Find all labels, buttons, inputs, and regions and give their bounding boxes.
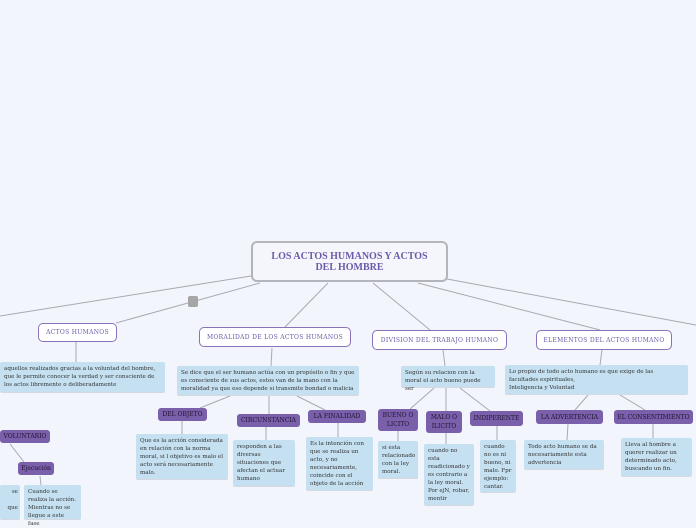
- topic-circunstancia[interactable]: CIRCUNSTANCIA: [237, 414, 300, 427]
- la-finalidad-desc[interactable]: Es la intención con que se realiza un ac…: [306, 437, 373, 491]
- topic-division[interactable]: DIVISION DEL TRABAJO HUMANO: [372, 330, 507, 350]
- malo-desc[interactable]: cuando no esta readicionado y es contrar…: [424, 444, 474, 506]
- drag-handle[interactable]: [188, 296, 198, 307]
- ejecucion-desc[interactable]: Cuando se realiza la acción. Mientras no…: [24, 485, 81, 527]
- topic-actos-humanos[interactable]: ACTOS HUMANOS: [38, 323, 117, 342]
- topic-el-consentimiento[interactable]: EL CONSENTIMIENTO: [614, 410, 693, 424]
- circunstancia-desc[interactable]: responden a las diversas situaciones que…: [233, 440, 295, 487]
- partial-desc[interactable]: se que: [0, 485, 20, 520]
- topic-indiferente[interactable]: INDIPERENTE: [470, 411, 523, 426]
- topic-elementos[interactable]: ELEMENTOS DEL ACTOS HUMANO: [536, 330, 672, 350]
- topic-malo-ilicito[interactable]: MALO O ILICITO: [426, 411, 462, 433]
- indiferente-desc[interactable]: cuando no es ni bueno, ni malo. Fpr ejem…: [480, 440, 516, 493]
- del-objeto-desc[interactable]: Que es la acción considerada en relación…: [136, 434, 228, 480]
- topic-del-objeto[interactable]: DEL OBJETO: [158, 408, 207, 421]
- moralidad-desc[interactable]: Se dice que el ser humano actúa con un p…: [177, 366, 359, 396]
- topic-moralidad[interactable]: MORALIDAD DE LOS ACTOS HUMANOS: [199, 327, 351, 347]
- bueno-desc[interactable]: si esta relacionado con la ley moral.: [378, 441, 418, 479]
- actos-humanos-desc[interactable]: aquellos realizados gracias a la volunta…: [0, 362, 165, 393]
- topic-voluntario[interactable]: VOLUNTARIO: [0, 430, 50, 443]
- central-topic[interactable]: LOS ACTOS HUMANOS Y ACTOS DEL HOMBRE: [251, 241, 448, 282]
- elementos-desc[interactable]: Lo propio de todo acto humano es que exi…: [505, 365, 688, 395]
- topic-la-advertencia[interactable]: LA ADVERTENCIA: [536, 410, 603, 424]
- topic-bueno-licito[interactable]: BUENO O LICITO: [378, 409, 418, 431]
- advertencia-desc[interactable]: Todo acto humano se da necesariamente es…: [524, 440, 604, 470]
- division-desc[interactable]: Según su relacion con la moral el acto b…: [401, 366, 495, 392]
- consentimiento-desc[interactable]: Lleva al hombre a querer realizar un det…: [621, 438, 692, 477]
- topic-la-finalidad[interactable]: LA FINALIDAD: [308, 410, 366, 423]
- topic-ejecucion[interactable]: Ejecución: [18, 462, 54, 475]
